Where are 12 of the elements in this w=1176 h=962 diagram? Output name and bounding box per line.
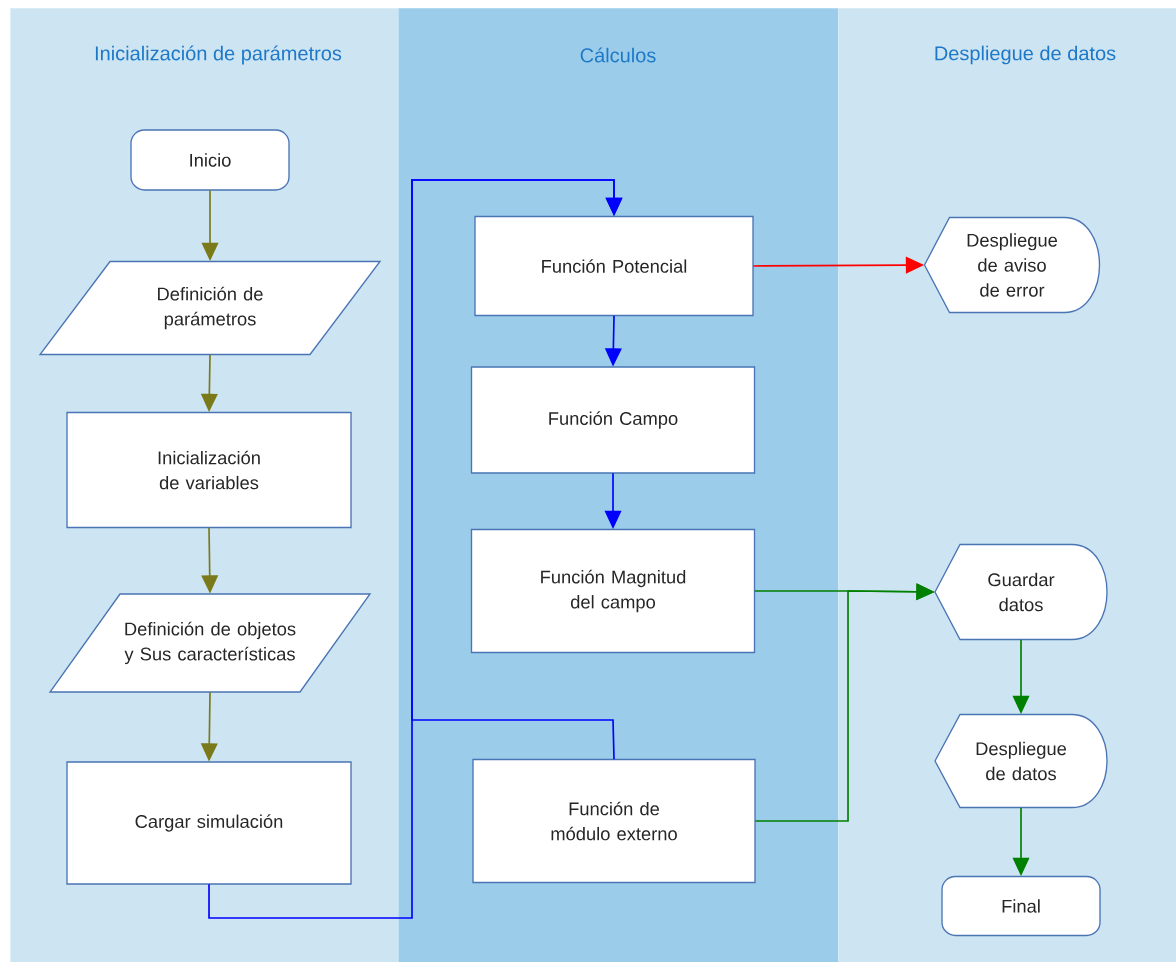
process-box: Inicialización de variables [66, 411, 352, 529]
terminal-box: Final [941, 875, 1101, 937]
arrow [411, 179, 623, 760]
terminal-box: Inicio [130, 129, 290, 191]
process-box: Función Potencial [474, 215, 754, 317]
lane-heading: Cálculos [580, 47, 656, 63]
lane-heading: Inicialización de parámetros [95, 45, 342, 65]
process-box: Función Campo [470, 366, 756, 474]
process-box: Función Magnitud del campo [470, 528, 756, 654]
lane-heading: Despliegue de datos [935, 45, 1116, 65]
process-box: Cargar simulación [66, 761, 352, 885]
process-box: Función de módulo externo [472, 758, 756, 884]
